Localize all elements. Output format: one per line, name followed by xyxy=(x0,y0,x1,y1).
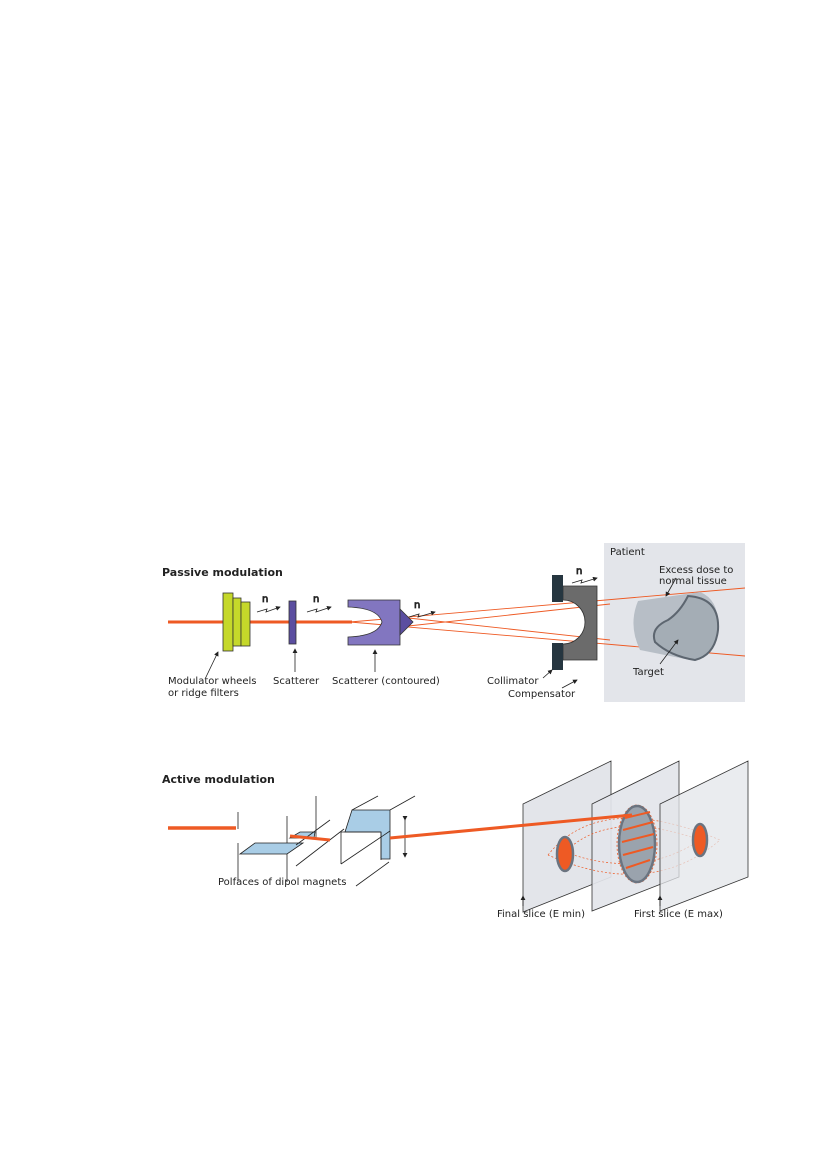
compensator xyxy=(562,585,598,661)
neutron-icons: n n n n xyxy=(256,566,598,618)
slice-ellipses xyxy=(547,804,721,884)
svg-text:n: n xyxy=(414,600,420,611)
collimator-bottom xyxy=(552,643,563,670)
first-slice-ellipse xyxy=(691,822,709,858)
passive-modulation-panel: Passive modulation Patient xyxy=(162,543,746,702)
svg-text:n: n xyxy=(262,594,268,605)
compensator-label: Compensator xyxy=(508,689,576,700)
contoured-scatterer xyxy=(347,599,414,646)
target-volume xyxy=(652,594,720,662)
final-slice-label: Final slice (E min) xyxy=(497,909,585,920)
passive-title: Passive modulation xyxy=(162,566,283,579)
leader-arrows xyxy=(205,577,679,689)
active-modulation-panel: Active modulation xyxy=(162,760,749,920)
scanned-beam xyxy=(389,813,633,840)
collimator-label: Collimator xyxy=(487,676,539,687)
modulator-label-1: Modulator wheels xyxy=(168,676,256,687)
excess-dose-label-2: normal tissue xyxy=(659,576,727,587)
beam-deflected xyxy=(289,834,331,842)
modulator-wheels xyxy=(222,592,251,652)
excess-dose-label-1: Excess dose to xyxy=(659,565,733,576)
slice-arrows xyxy=(520,895,663,906)
target-label: Target xyxy=(632,667,664,678)
collimator-top xyxy=(552,575,563,602)
scatterer-contoured-label: Scatterer (contoured) xyxy=(332,676,440,687)
first-slice-label: First slice (E max) xyxy=(634,909,723,920)
modulator-label-2: or ridge filters xyxy=(168,688,239,699)
polfaces-label: Polfaces of dipol magnets xyxy=(218,877,346,888)
svg-text:n: n xyxy=(313,594,319,605)
patient-label: Patient xyxy=(610,547,645,558)
svg-text:n: n xyxy=(576,566,582,577)
active-title: Active modulation xyxy=(162,773,275,786)
scatterer-label: Scatterer xyxy=(273,676,320,687)
scatterer xyxy=(288,600,297,645)
